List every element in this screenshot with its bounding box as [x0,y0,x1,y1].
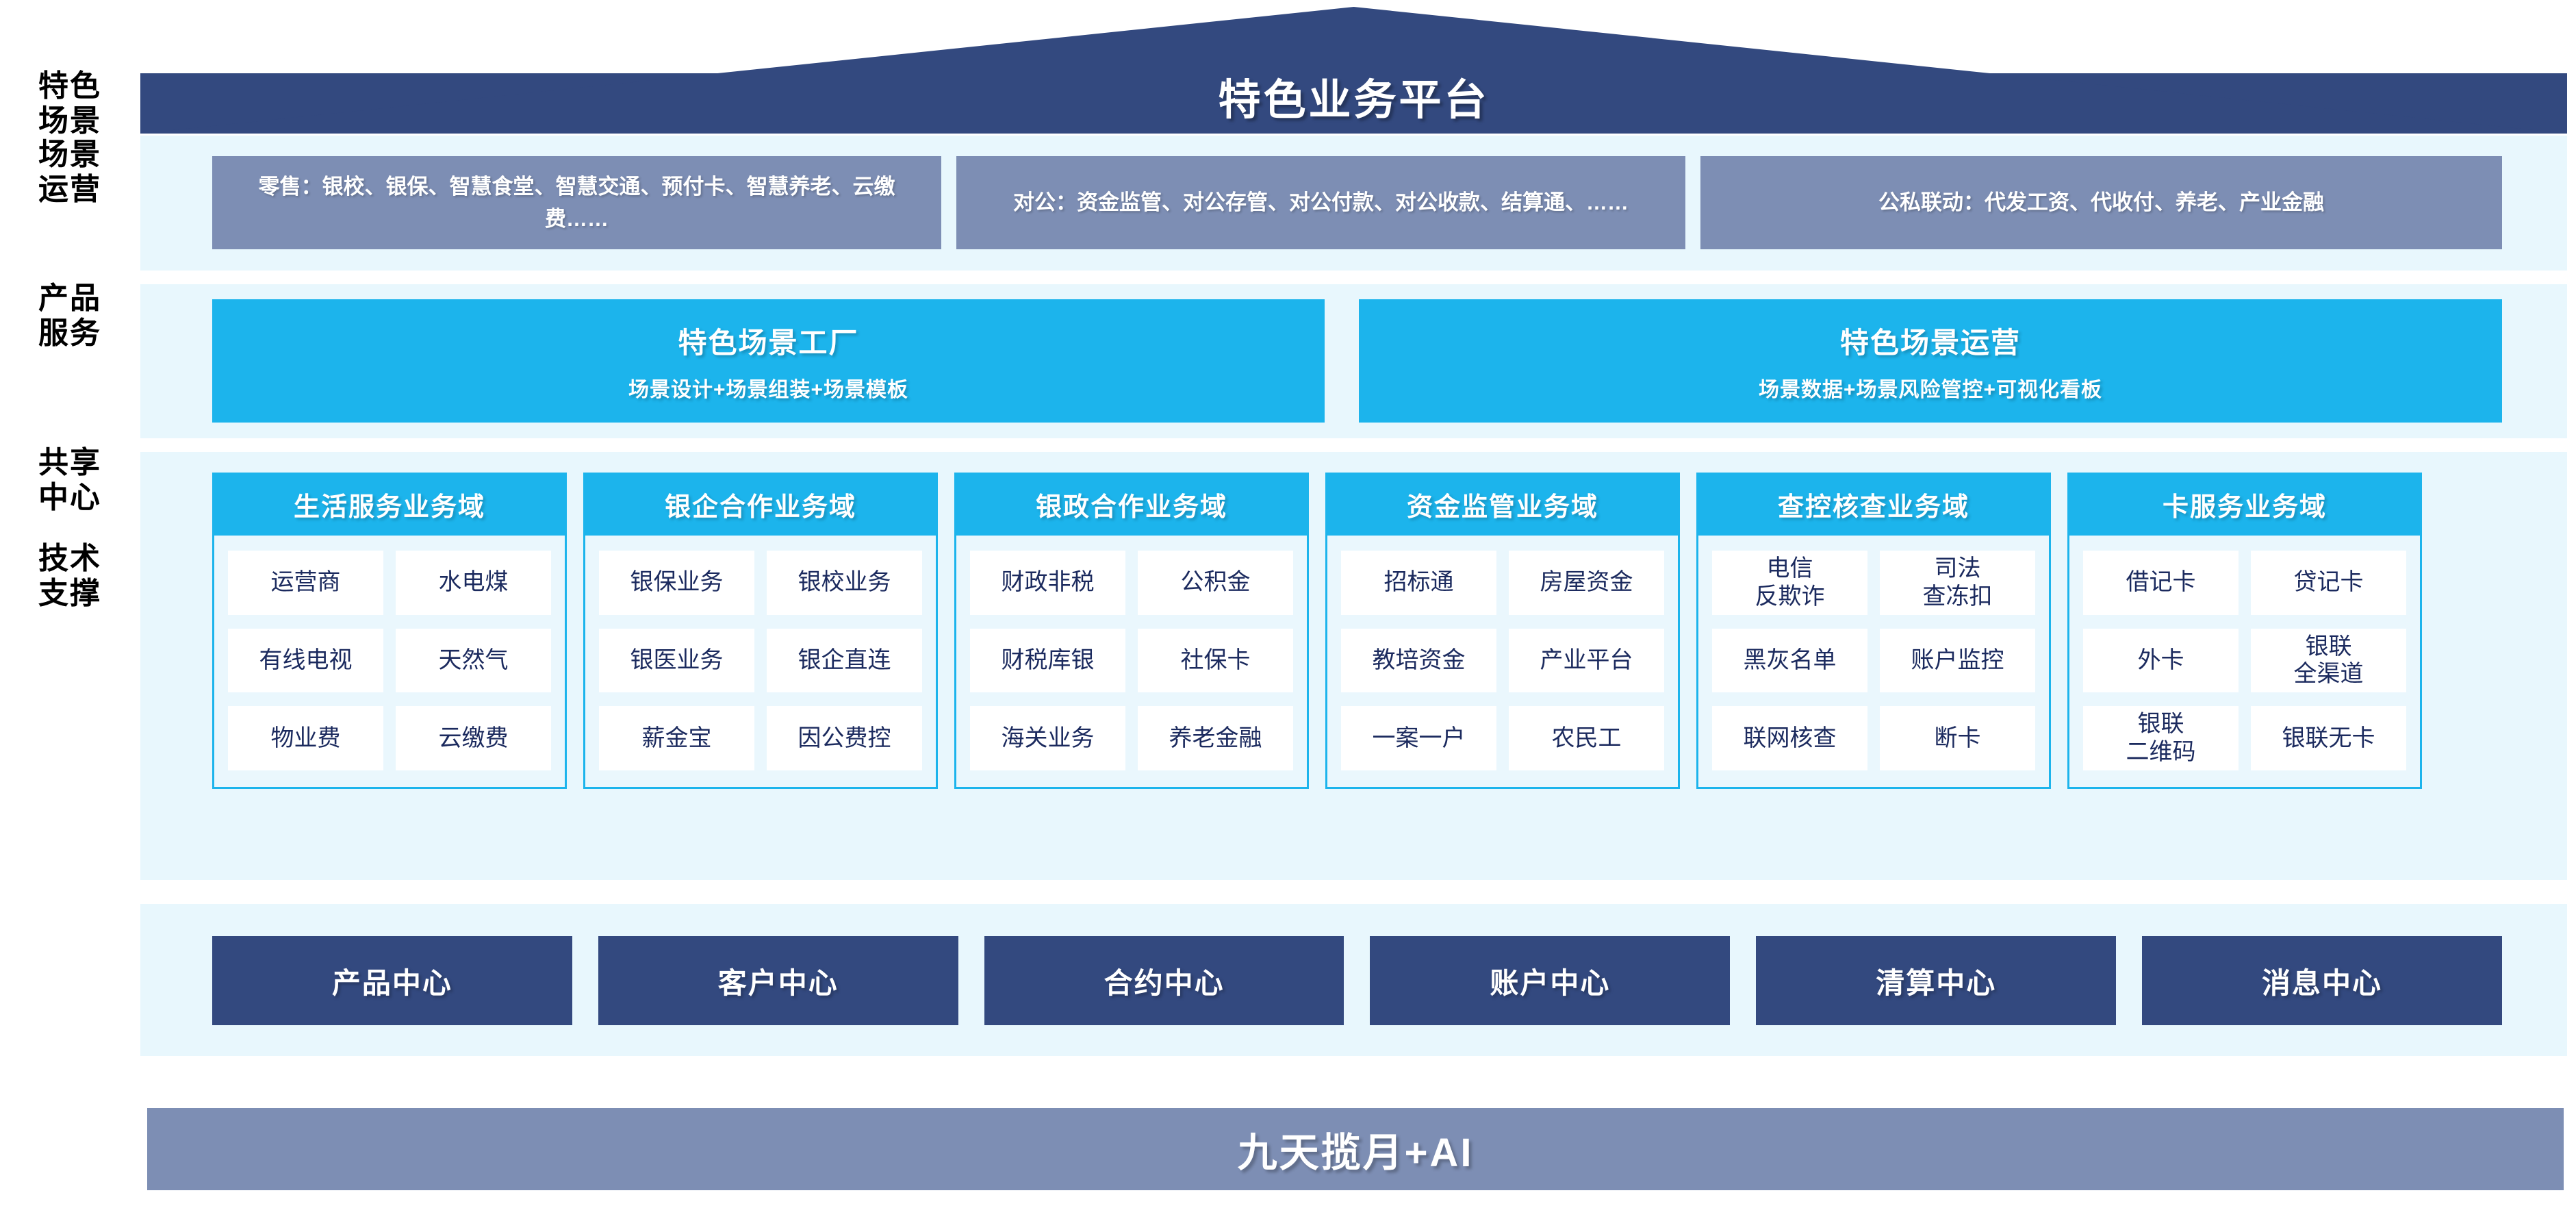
page-title: 特色业务平台 [1218,77,1490,124]
domain-item[interactable]: 公积金 [1138,551,1293,615]
domain-item[interactable]: 教培资金 [1341,628,1496,693]
rail-label-tech: 技术 支撑 [38,542,101,611]
domain-title: 查控核查业务域 [1698,475,2049,536]
center-box-message[interactable]: 消息中心 [2142,936,2502,1025]
operation-subtitle: 场景数据+场景风险管控+可视化看板 [1758,378,2103,401]
rail-label-operations: 场景 运营 [38,138,101,207]
domain-card-fund-supervision[interactable]: 资金监管业务域 招标通 房屋资金 教培资金 产业平台 一案一户 农民工 [1325,473,1680,789]
domain-item[interactable]: 外卡 [2083,628,2239,693]
center-box-clearing[interactable]: 清算中心 [1756,936,2117,1025]
scenario-box-corporate[interactable]: 对公：资金监管、对公存管、对公付款、对公收款、结算通、…… [956,156,1685,249]
operations-row: 特色场景工厂 场景设计+场景组装+场景模板 特色场景运营 场景数据+场景风险管控… [212,299,2502,423]
tech-support-bar[interactable]: 九天揽月+AI [147,1108,2564,1190]
domain-item[interactable]: 养老金融 [1138,706,1293,770]
platform-roof-header: 特色业务平台 [140,7,2567,134]
domain-card-bank-government[interactable]: 银政合作业务域 财政非税 公积金 财税库银 社保卡 海关业务 养老金融 [954,473,1309,789]
domain-item[interactable]: 海关业务 [970,706,1125,770]
domain-title: 银政合作业务域 [956,475,1307,536]
scenario-box-linkage[interactable]: 公私联动：代发工资、代收付、养老、产业金融 [1700,156,2502,249]
domain-item[interactable]: 联网核查 [1712,706,1867,770]
domain-item[interactable]: 账户监控 [1880,628,2035,693]
domain-item[interactable]: 薪金宝 [599,706,754,770]
domain-item[interactable]: 社保卡 [1138,628,1293,693]
domain-item[interactable]: 银医业务 [599,628,754,693]
domain-item[interactable]: 银联 二维码 [2083,706,2239,770]
scenario-box-retail[interactable]: 零售：银校、银保、智慧食堂、智慧交通、预付卡、智慧养老、云缴费…… [212,156,941,249]
domain-item[interactable]: 招标通 [1341,551,1496,615]
rail-label-centers: 共享 中心 [38,446,101,515]
domain-item[interactable]: 银联无卡 [2251,706,2406,770]
domain-item-grid: 银保业务 银校业务 银医业务 银企直连 薪金宝 因公费控 [585,536,936,787]
domain-item[interactable]: 水电煤 [396,551,551,615]
domain-item[interactable]: 房屋资金 [1509,551,1664,615]
domain-item[interactable]: 财税库银 [970,628,1125,693]
domain-item[interactable]: 借记卡 [2083,551,2239,615]
domain-item-grid: 财政非税 公积金 财税库银 社保卡 海关业务 养老金融 [956,536,1307,787]
domain-item[interactable]: 因公费控 [767,706,922,770]
domain-item[interactable]: 银企直连 [767,628,922,693]
domain-item[interactable]: 产业平台 [1509,628,1664,693]
center-box-contract[interactable]: 合约中心 [984,936,1344,1025]
operation-box-scene-factory[interactable]: 特色场景工厂 场景设计+场景组装+场景模板 [212,299,1325,423]
rail-label-products: 产品 服务 [38,281,101,351]
domain-item[interactable]: 银联 全渠道 [2251,628,2406,693]
operation-subtitle: 场景设计+场景组装+场景模板 [628,378,909,401]
domain-title: 资金监管业务域 [1327,475,1678,536]
center-box-account[interactable]: 账户中心 [1370,936,1731,1025]
domain-item[interactable]: 银校业务 [767,551,922,615]
domain-item-grid: 借记卡 贷记卡 外卡 银联 全渠道 银联 二维码 银联无卡 [2069,536,2420,787]
domain-card-life-services[interactable]: 生活服务业务域 运营商 水电煤 有线电视 天然气 物业费 云缴费 [212,473,567,789]
domain-item[interactable]: 银保业务 [599,551,754,615]
domain-item[interactable]: 电信 反欺诈 [1712,551,1867,615]
domain-item-grid: 运营商 水电煤 有线电视 天然气 物业费 云缴费 [214,536,565,787]
operation-box-scene-operations[interactable]: 特色场景运营 场景数据+场景风险管控+可视化看板 [1359,299,2502,423]
domain-card-card-services[interactable]: 卡服务业务域 借记卡 贷记卡 外卡 银联 全渠道 银联 二维码 银联无卡 [2067,473,2422,789]
domain-title: 卡服务业务域 [2069,475,2420,536]
domain-item[interactable]: 司法 查冻扣 [1880,551,2035,615]
operation-title: 特色场景工厂 [678,326,859,359]
domain-card-investigation-control[interactable]: 查控核查业务域 电信 反欺诈 司法 查冻扣 黑灰名单 账户监控 联网核查 断卡 [1696,473,2051,789]
domain-item[interactable]: 黑灰名单 [1712,628,1867,693]
domain-item[interactable]: 运营商 [228,551,383,615]
domain-card-bank-enterprise[interactable]: 银企合作业务域 银保业务 银校业务 银医业务 银企直连 薪金宝 因公费控 [583,473,938,789]
domain-item[interactable]: 财政非税 [970,551,1125,615]
domain-title: 生活服务业务域 [214,475,565,536]
domain-item[interactable]: 一案一户 [1341,706,1496,770]
rail-label-scenarios: 特色 场景 [38,69,101,138]
domain-item[interactable]: 农民工 [1509,706,1664,770]
domains-row: 生活服务业务域 运营商 水电煤 有线电视 天然气 物业费 云缴费 银企合作业务域… [212,473,2422,789]
operation-title: 特色场景运营 [1839,326,2021,359]
domain-item-grid: 电信 反欺诈 司法 查冻扣 黑灰名单 账户监控 联网核查 断卡 [1698,536,2049,787]
domain-item[interactable]: 云缴费 [396,706,551,770]
centers-row: 产品中心 客户中心 合约中心 账户中心 清算中心 消息中心 [212,936,2502,1025]
scenarios-row: 零售：银校、银保、智慧食堂、智慧交通、预付卡、智慧养老、云缴费…… 对公：资金监… [212,156,2502,249]
domain-item[interactable]: 物业费 [228,706,383,770]
domain-item[interactable]: 天然气 [396,628,551,693]
domain-item[interactable]: 贷记卡 [2251,551,2406,615]
domain-item-grid: 招标通 房屋资金 教培资金 产业平台 一案一户 农民工 [1327,536,1678,787]
domain-item[interactable]: 有线电视 [228,628,383,693]
center-box-product[interactable]: 产品中心 [212,936,572,1025]
domain-item[interactable]: 断卡 [1880,706,2035,770]
domain-title: 银企合作业务域 [585,475,936,536]
center-box-customer[interactable]: 客户中心 [598,936,958,1025]
